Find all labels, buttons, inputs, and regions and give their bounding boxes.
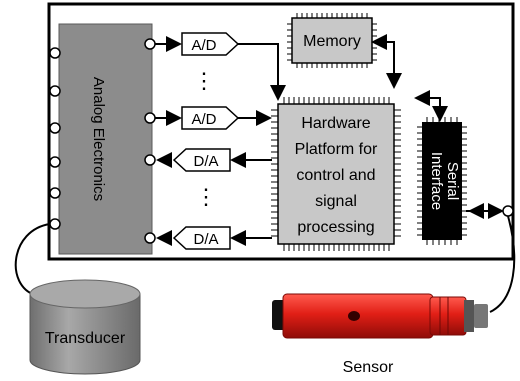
hardware-label-line4: signal — [315, 193, 357, 210]
analog-input-pins — [49, 47, 61, 230]
memory-chip: Memory — [287, 13, 377, 68]
analog-electronics-block: Analog Electronics — [49, 23, 156, 255]
ad-converter-top-label: A/D — [191, 37, 216, 54]
serial-interface-chip: Serial Interface — [417, 117, 467, 245]
sensor-connector — [466, 203, 514, 219]
memory-label: Memory — [303, 33, 361, 50]
converter-links — [230, 43, 286, 246]
ellipsis-lower: ⋮ — [195, 184, 217, 209]
hardware-label-line5: processing — [297, 219, 374, 236]
hardware-label-line1: Hardware — [301, 115, 370, 132]
hardware-label-line3: control and — [296, 167, 375, 184]
transducer-label: Transducer — [45, 330, 126, 347]
transducer-cable — [14, 223, 51, 296]
hardware-label-line2: Platform for — [295, 141, 378, 158]
serial-link — [414, 90, 448, 122]
analog-electronics-label: Analog Electronics — [90, 77, 107, 201]
ad-converter-bottom — [181, 106, 240, 130]
serial-label-line2: Interface — [428, 152, 445, 210]
ad-converter-top — [181, 32, 240, 56]
memory-link — [371, 34, 402, 89]
serial-label-line1: Serial — [444, 162, 461, 200]
transducer: Transducer — [29, 279, 141, 375]
ad-converter-bottom-label: A/D — [191, 111, 216, 128]
ellipsis-upper: ⋮ — [193, 68, 215, 93]
da-converter-top-label: D/A — [193, 153, 218, 170]
hardware-platform-chip: Hardware Platform for control and signal… — [271, 97, 401, 251]
sensor-cable — [489, 215, 516, 313]
da-converter-bottom-label: D/A — [193, 231, 218, 248]
sensor-device: Sensor — [272, 293, 488, 376]
sensor-label: Sensor — [343, 359, 394, 376]
